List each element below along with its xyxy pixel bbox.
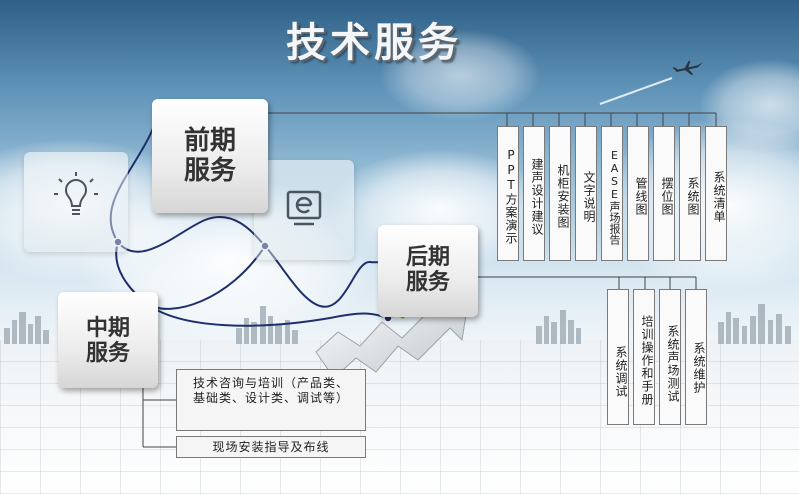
monitor-icon — [286, 190, 322, 226]
post-item: 系统声场测试 — [659, 289, 681, 425]
computer-card — [254, 160, 354, 260]
post-item: 培训操作和手册 — [633, 289, 655, 425]
pre-item: 机柜安装图 — [549, 126, 571, 261]
idea-card — [24, 152, 128, 252]
pre-item: 摆位图 — [653, 126, 675, 261]
pre-service-label: 前期服务 — [183, 126, 236, 186]
pre-item: EASE声场报告 — [601, 126, 623, 261]
mid-item: 技术咨询与培训（产品类、基础类、设计类、调试等） — [176, 369, 366, 431]
post-item: 系统维护 — [685, 289, 707, 425]
mid-service-card[interactable]: 中期服务 — [58, 292, 158, 388]
pre-item: 系统图 — [679, 126, 701, 261]
cloud — [380, 30, 540, 120]
pre-item: PPT方案演示 — [497, 126, 519, 261]
pre-item: 管线图 — [627, 126, 649, 261]
page-title: 技术服务 — [286, 20, 462, 66]
post-service-label: 后期服务 — [405, 245, 450, 296]
pre-item: 系统清单 — [705, 126, 727, 261]
lightbulb-icon — [54, 172, 98, 215]
pre-item: 建声设计建议 — [523, 126, 545, 261]
pre-service-card[interactable]: 前期服务 — [152, 99, 268, 213]
pre-item: 文字说明 — [575, 126, 597, 261]
mid-item: 现场安装指导及布线 — [176, 436, 366, 458]
post-item: 系统调试 — [607, 289, 629, 425]
post-service-card[interactable]: 后期服务 — [378, 225, 478, 317]
mid-service-label: 中期服务 — [85, 316, 130, 367]
